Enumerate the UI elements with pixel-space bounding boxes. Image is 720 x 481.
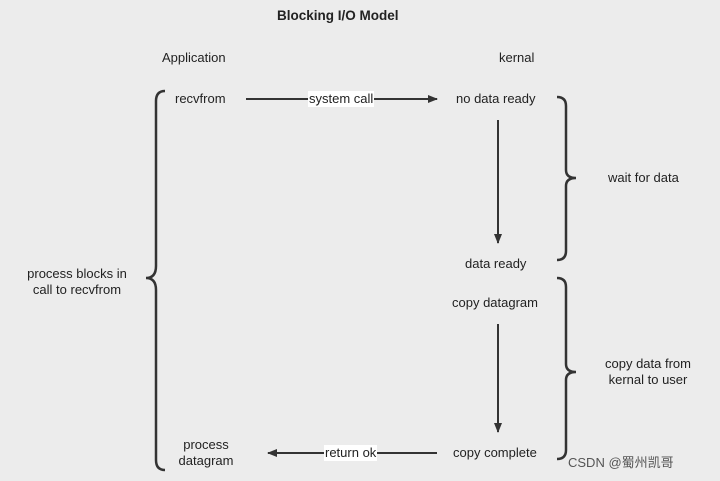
system-call-label: system call [308,91,375,107]
copy-brace [556,276,577,461]
process-datagram-label: process datagram [168,437,244,469]
wait-brace [556,95,577,262]
copy-complete-label: copy complete [453,445,537,460]
process-datagram-line-2: datagram [178,453,234,468]
no-data-ready-label: no data ready [456,91,536,106]
process-blocks-line-2: call to recvfrom [32,282,122,297]
left-brace [145,89,166,472]
watermark: CSDN @蜀州凯哥 [568,455,674,470]
copy-data-line-2: kernal to user [608,372,688,387]
copy-data-line-1: copy data from [605,356,691,371]
copy-datagram-label: copy datagram [452,295,538,310]
data-ready-label: data ready [465,256,527,271]
process-datagram-line-1: process [183,437,229,452]
diagram-title: Blocking I/O Model [277,8,399,23]
copy-data-label: copy data from kernal to user [592,356,704,388]
wait-for-data-label: wait for data [608,170,679,185]
return-ok-label: return ok [324,445,378,461]
kernel-column-header: kernal [499,50,535,65]
application-column-header: Application [162,50,226,65]
process-blocks-label: process blocks in call to recvfrom [14,266,140,298]
process-blocks-line-1: process blocks in [27,266,127,281]
recvfrom-label: recvfrom [175,91,226,106]
